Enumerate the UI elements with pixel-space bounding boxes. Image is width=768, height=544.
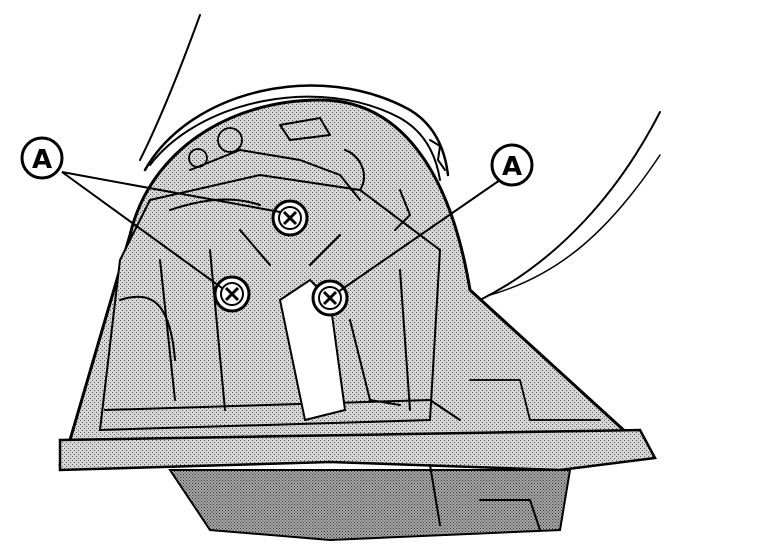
inner-bracket — [98, 117, 601, 432]
housing-rim — [143, 84, 450, 181]
callout-right-label: A — [502, 152, 522, 182]
callout-right-circle — [490, 143, 534, 187]
trim-edge-lines — [139, 14, 661, 301]
callout-left-label: A — [32, 145, 52, 175]
screw-top — [271, 199, 309, 237]
leader-lines — [61, 171, 501, 293]
callout-left-circle — [20, 136, 64, 180]
screw-right — [311, 279, 349, 317]
screw-left — [213, 275, 251, 313]
callout-right: A — [490, 143, 534, 187]
callout-left: A — [20, 136, 64, 180]
